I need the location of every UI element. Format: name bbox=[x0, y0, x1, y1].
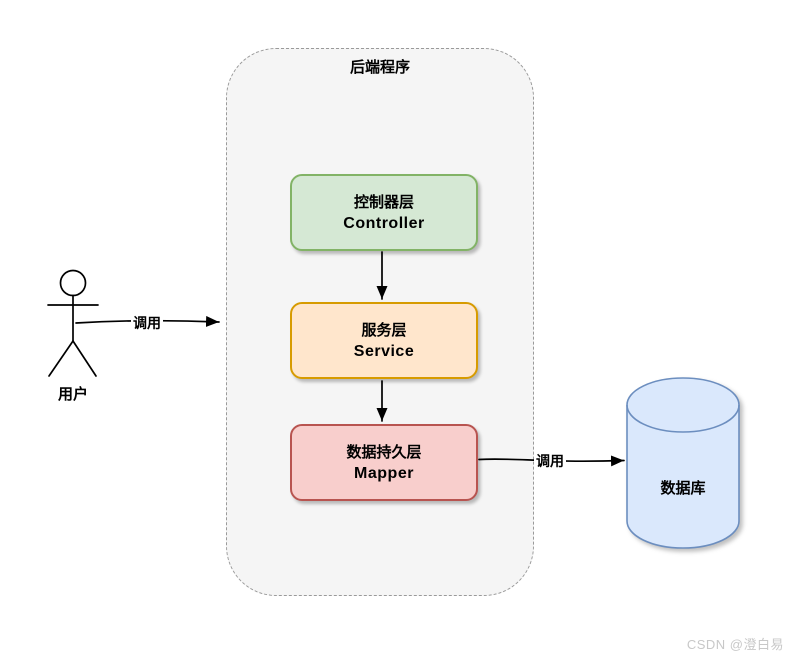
backend-container-title: 后端程序 bbox=[349, 59, 410, 76]
node-controller-label-zh: 控制器层 bbox=[353, 193, 414, 211]
actor-head bbox=[59, 269, 87, 297]
node-mapper-label-zh: 数据持久层 bbox=[346, 443, 422, 461]
database-cylinder-top-rim bbox=[626, 404, 740, 433]
actor-figure bbox=[47, 269, 99, 377]
actor-leg-left bbox=[48, 340, 74, 377]
node-mapper: 数据持久层 Mapper bbox=[290, 424, 478, 501]
actor-leg-right bbox=[72, 340, 97, 377]
edge-label-database-call: 调用 bbox=[534, 451, 566, 471]
node-controller: 控制器层 Controller bbox=[290, 174, 478, 251]
node-service-label-en: Service bbox=[353, 342, 415, 360]
node-controller-label-en: Controller bbox=[343, 214, 425, 232]
actor-label: 用户 bbox=[57, 386, 88, 403]
edge-label-user-call: 调用 bbox=[131, 313, 163, 333]
database-cylinder bbox=[626, 377, 740, 549]
database-label: 数据库 bbox=[660, 480, 706, 497]
database-cylinder-body bbox=[626, 377, 740, 549]
watermark: CSDN @澄白易 bbox=[686, 637, 784, 652]
node-service: 服务层 Service bbox=[290, 302, 478, 379]
node-service-label-zh: 服务层 bbox=[361, 321, 407, 339]
node-mapper-label-en: Mapper bbox=[354, 464, 414, 482]
